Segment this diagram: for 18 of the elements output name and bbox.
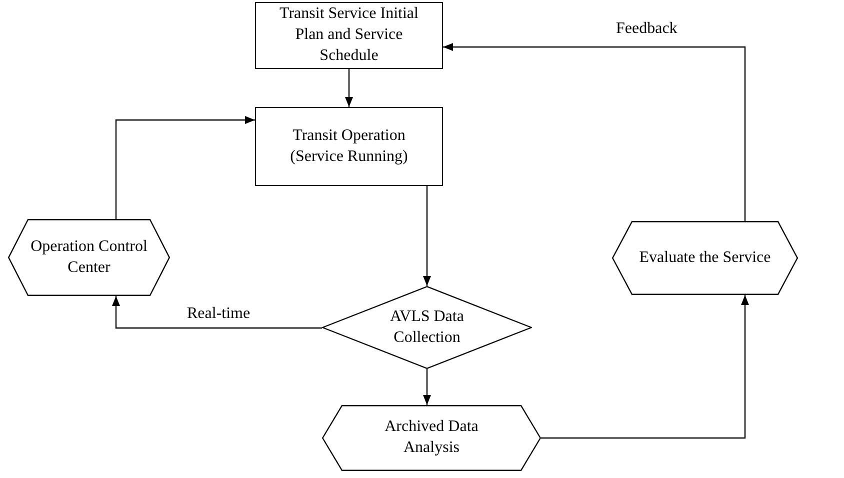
arrow (541, 295, 749, 439)
node-text: Evaluate the Service (639, 248, 771, 268)
decision-diamond (322, 286, 532, 369)
node-text: Archived Data Analysis (384, 417, 480, 458)
hexagon-box (322, 405, 541, 471)
process-box (255, 2, 443, 69)
arrow (115, 116, 255, 219)
arrow (423, 369, 431, 405)
node-text: Operation Control Center (30, 236, 148, 278)
arrow (345, 69, 353, 107)
arrow (112, 296, 322, 329)
hexagon-box (8, 219, 170, 296)
node-text: Transit Operation (Service Running) (289, 126, 409, 166)
process-box (255, 107, 443, 186)
arrow (423, 186, 431, 286)
node-text: AVLS Data Collection (389, 306, 465, 348)
hexagon-box (612, 221, 798, 295)
node-text: Transit Service Initial Plan and Service Schedule (278, 4, 420, 66)
